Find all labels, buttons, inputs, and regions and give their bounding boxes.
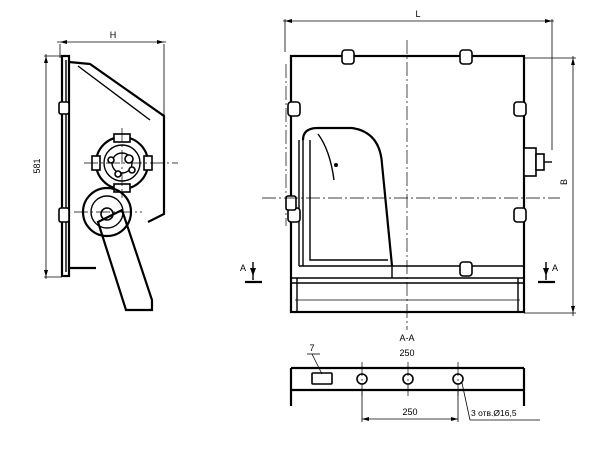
side-view: H 581: [32, 30, 178, 312]
dimension-b-label: B: [559, 179, 569, 185]
section-mark-right: A: [538, 262, 558, 284]
section-label-right: A: [552, 263, 558, 273]
section-view: A-A 250 250 7 3 отв.Ø16,5: [289, 333, 540, 422]
front-view: L B: [262, 9, 576, 330]
section-view-title: A-A: [399, 333, 414, 343]
dimension-l-label: L: [415, 9, 420, 19]
dimension-250-bottom: 250: [402, 407, 417, 417]
section-label-left: A: [240, 263, 246, 273]
callout-item-7: 7: [309, 343, 314, 353]
dimension-h-label: H: [110, 30, 117, 40]
dimension-581-label: 581: [32, 158, 42, 173]
holes-note: 3 отв.Ø16,5: [471, 408, 517, 418]
section-mark-left: A: [240, 262, 262, 284]
dimension-250-top: 250: [399, 348, 414, 358]
